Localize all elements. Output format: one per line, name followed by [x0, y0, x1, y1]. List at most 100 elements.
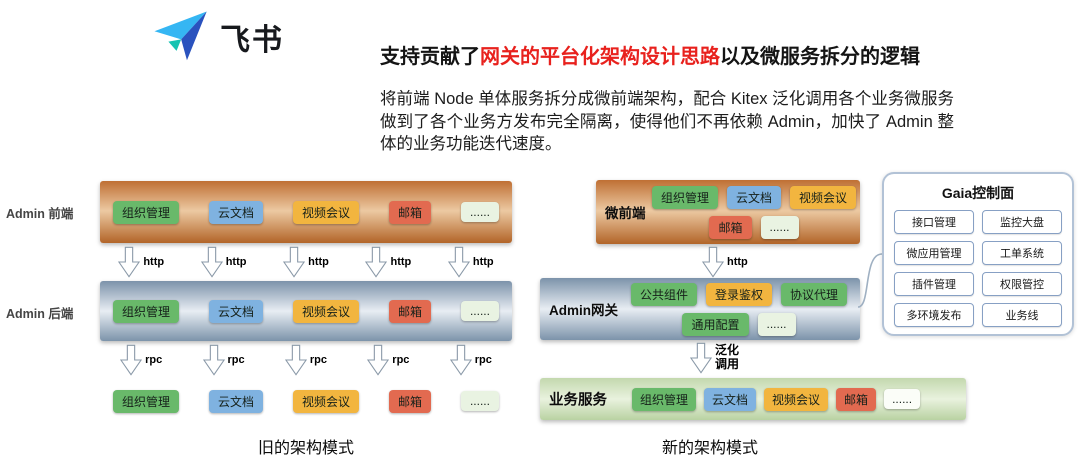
- module-chip: 云文档: [208, 389, 263, 413]
- services-label: 业务服务: [549, 392, 607, 409]
- http-label: http: [143, 256, 165, 268]
- gaia-item: 监控大盘: [982, 210, 1062, 234]
- gaia-item: 多环境发布: [894, 303, 974, 327]
- down-arrow-icon: [118, 246, 141, 278]
- http-label: http: [727, 256, 748, 268]
- module-row: 组织管理 云文档 视频会议: [648, 185, 860, 209]
- headline: 支持贡献了网关的平台化架构设计思路以及微服务拆分的逻辑: [380, 40, 920, 69]
- module-chip: 邮箱: [709, 215, 752, 239]
- old-architecture-caption: 旧的架构模式: [257, 440, 354, 457]
- rpc-label: rpc: [392, 354, 410, 366]
- headline-pre: 支持贡献了: [380, 46, 480, 68]
- module-chip: ......: [460, 202, 499, 222]
- gaia-title: Gaia控制面: [941, 185, 1015, 201]
- feishu-logo-text: 飞书: [220, 24, 284, 57]
- module-row: 通用配置 ......: [618, 312, 860, 336]
- rpc-label: rpc: [474, 354, 492, 366]
- module-chip: 组织管理: [632, 387, 697, 411]
- old-backend-label: Admin 后端: [6, 307, 74, 321]
- module-chip: 通用配置: [682, 312, 749, 336]
- module-chip: 云文档: [208, 200, 263, 224]
- gaia-item: 业务线: [982, 303, 1062, 327]
- down-arrow-icon: [367, 344, 390, 376]
- rpc-arrow: rpc: [284, 343, 328, 377]
- module-chip: 协议代理: [781, 282, 848, 306]
- down-arrow-icon: [447, 246, 470, 278]
- new-gateway-bar: Admin网关 公共组件 登录鉴权 协议代理 通用配置 ......: [540, 278, 860, 340]
- old-frontend-bar: 组织管理 云文档 视频会议 邮箱 ......: [100, 181, 512, 243]
- module-row: 公共组件 登录鉴权 协议代理: [618, 282, 860, 306]
- down-arrow-icon: [284, 344, 307, 376]
- new-service-modules: 组织管理 云文档 视频会议 邮箱 ......: [632, 378, 966, 420]
- gaia-item: 接口管理: [894, 210, 974, 234]
- down-arrow-icon: [702, 246, 724, 278]
- rpc-label: rpc: [227, 354, 245, 366]
- http-label: http: [225, 256, 247, 268]
- generic-call-arrow: 泛化调用: [690, 342, 740, 374]
- old-backend-bar: 组织管理 云文档 视频会议 邮箱 ......: [100, 281, 512, 341]
- feishu-logo: 飞书: [150, 8, 284, 66]
- module-chip: 登录鉴权: [705, 282, 772, 306]
- gaia-item: 插件管理: [894, 272, 974, 296]
- new-microfrontend-bar: 微前端 组织管理 云文档 视频会议 邮箱 ......: [596, 180, 860, 244]
- http-arrow: http: [283, 245, 329, 279]
- down-arrow-icon: [449, 344, 472, 376]
- module-chip: 视频会议: [292, 299, 359, 323]
- down-arrow-icon: [283, 246, 306, 278]
- http-arrow: http: [447, 245, 494, 279]
- module-chip: 邮箱: [388, 200, 431, 224]
- module-chip: ......: [757, 312, 796, 336]
- down-arrow-icon: [120, 344, 143, 376]
- module-chip: 云文档: [726, 185, 781, 209]
- rpc-label: rpc: [309, 354, 328, 366]
- old-backend-modules: 组织管理 云文档 视频会议 邮箱 ......: [100, 281, 512, 341]
- new-frontend-modules: 组织管理 云文档 视频会议 邮箱 ......: [648, 180, 860, 244]
- down-arrow-icon: [365, 246, 388, 278]
- rpc-arrow: rpc: [449, 343, 492, 377]
- module-chip: 视频会议: [292, 389, 359, 413]
- gateway-label: Admin网关: [549, 303, 618, 318]
- headline-post: 以及微服务拆分的逻辑: [720, 46, 920, 68]
- old-service-modules: 组织管理 云文档 视频会议 邮箱 ......: [100, 387, 512, 415]
- module-chip: ......: [760, 215, 799, 239]
- new-http-arrow: http: [702, 246, 748, 278]
- module-chip: 视频会议: [764, 387, 829, 411]
- gaia-item: 权限管控: [982, 272, 1062, 296]
- gateway-gaia-connector: [857, 253, 883, 308]
- module-chip: 邮箱: [836, 387, 877, 411]
- old-frontend-modules: 组织管理 云文档 视频会议 邮箱 ......: [100, 181, 512, 243]
- new-architecture-caption: 新的架构模式: [661, 440, 758, 457]
- down-arrow-icon: [200, 246, 223, 278]
- gaia-item: 工单系统: [982, 241, 1062, 265]
- gaia-grid: 接口管理 监控大盘 微应用管理 工单系统 插件管理 权限管控 多环境发布 业务线: [884, 210, 1072, 327]
- module-chip: 视频会议: [292, 200, 359, 224]
- microfrontend-label: 微前端: [605, 206, 646, 221]
- feishu-paper-plane-icon: [154, 11, 207, 61]
- module-chip: 组织管理: [113, 299, 180, 323]
- module-chip: 云文档: [704, 387, 757, 411]
- intro-paragraph: 将前端 Node 单体服务拆分成微前端架构，配合 Kitex 泛化调用各个业务微…: [380, 90, 954, 154]
- down-arrow-icon: [202, 344, 225, 376]
- module-chip: 视频会议: [790, 185, 857, 209]
- rpc-arrow: rpc: [120, 343, 162, 377]
- rpc-arrow: rpc: [202, 343, 245, 377]
- new-gateway-modules: 公共组件 登录鉴权 协议代理 通用配置 ......: [618, 278, 860, 340]
- generic-call-label: 泛化调用: [715, 343, 740, 371]
- http-arrow: http: [118, 245, 164, 279]
- module-row: 邮箱 ......: [648, 215, 860, 239]
- module-chip: 组织管理: [651, 185, 718, 209]
- module-chip: ......: [884, 389, 921, 409]
- down-arrow-icon: [690, 342, 712, 374]
- module-chip: ......: [460, 301, 499, 321]
- module-chip: 邮箱: [388, 389, 431, 413]
- rpc-label: rpc: [145, 354, 163, 366]
- http-arrow: http: [365, 245, 411, 279]
- gaia-control-panel: Gaia控制面 接口管理 监控大盘 微应用管理 工单系统 插件管理 权限管控 多…: [882, 172, 1074, 336]
- module-chip: 邮箱: [388, 299, 431, 323]
- headline-highlight: 网关的平台化架构设计思路: [480, 46, 720, 68]
- http-label: http: [390, 256, 412, 268]
- http-label: http: [308, 256, 329, 268]
- module-chip: ......: [460, 391, 499, 411]
- http-label: http: [472, 256, 494, 268]
